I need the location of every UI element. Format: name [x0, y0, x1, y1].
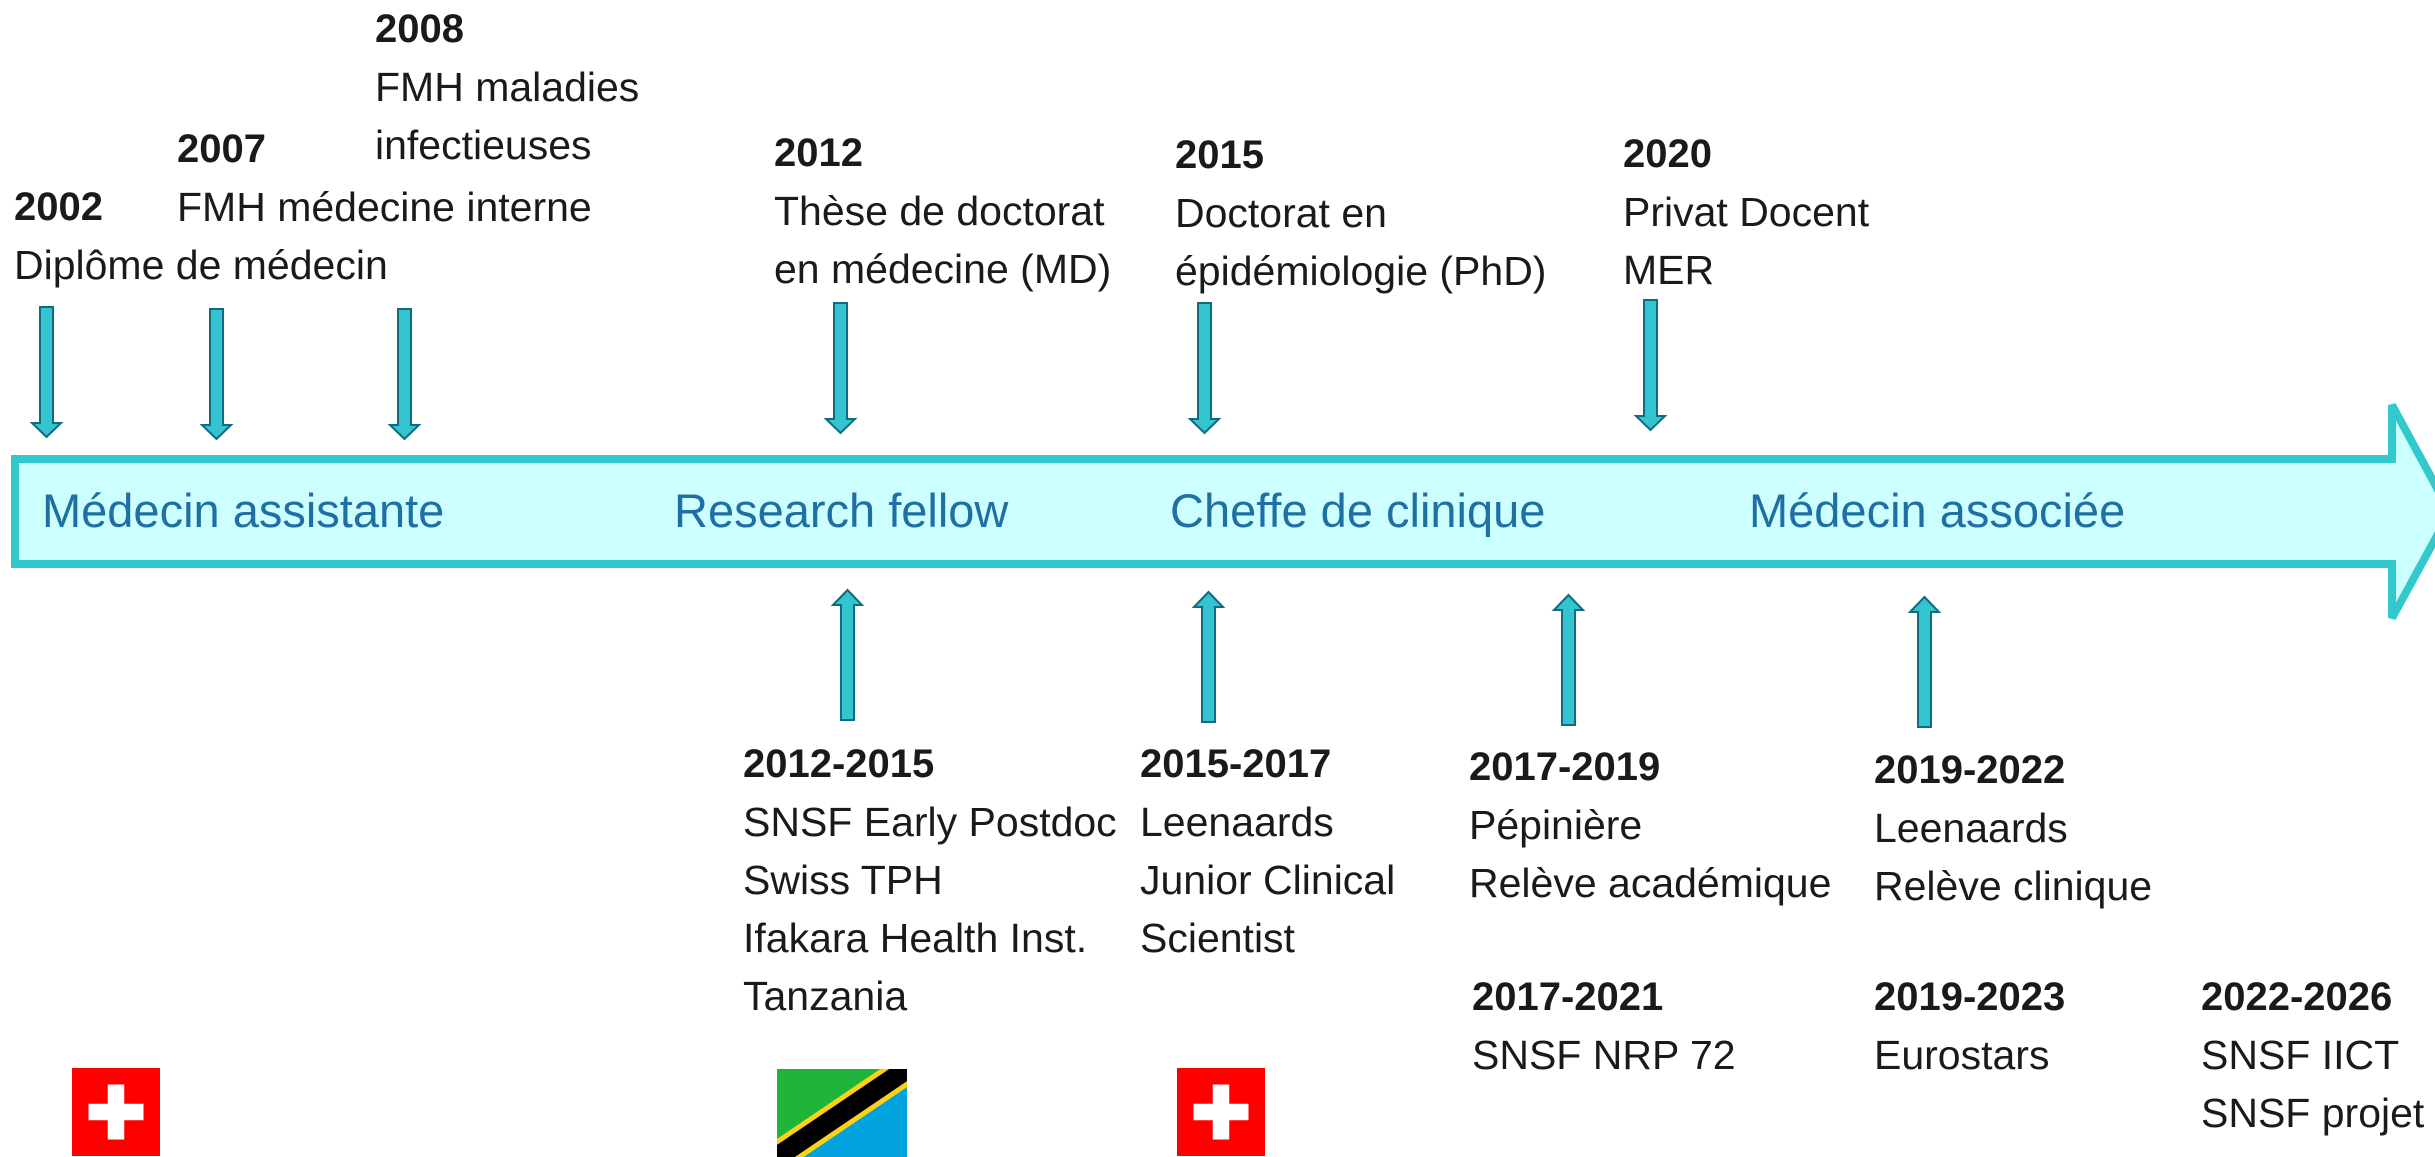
milestone-text: en médecine (MD)	[774, 246, 1112, 292]
swiss-flag-icon	[72, 1068, 160, 1156]
arrow-up-2017-2019	[1551, 593, 1586, 726]
phase-label: Research fellow	[674, 484, 1009, 537]
funding-text: SNSF Early Postdoc	[743, 799, 1117, 845]
funding-text: Pépinière	[1469, 802, 1643, 848]
grant-text: Eurostars	[1874, 1032, 2050, 1078]
funding-2019-2022: 2019-2022 Leenaards Relève clinique	[1874, 741, 2152, 915]
funding-text: Relève académique	[1469, 860, 1832, 906]
milestone-text: Diplôme de médecin	[14, 242, 388, 288]
milestone-year: 2002	[14, 185, 103, 229]
phase-label: Médecin associée	[1749, 484, 2126, 537]
milestone-2008: 2008 FMH maladies infectieuses	[375, 0, 639, 174]
milestone-text: infectieuses	[375, 122, 592, 168]
timeline-band-arrow	[11, 403, 2435, 620]
grant-years: 2022-2026	[2201, 975, 2393, 1019]
milestone-year: 2015	[1175, 133, 1264, 177]
tanzania-flag-icon	[777, 1069, 907, 1157]
milestone-text: Thèse de doctorat	[774, 188, 1105, 234]
milestone-text: Privat Docent	[1623, 189, 1870, 235]
arrow-down-2015	[1187, 302, 1222, 435]
funding-text: Swiss TPH	[743, 857, 943, 903]
funding-text: Leenaards	[1874, 805, 2068, 851]
funding-2012-2015: 2012-2015 SNSF Early Postdoc Swiss TPH I…	[743, 735, 1117, 1025]
grant-2022-2026: 2022-2026 SNSF IICT SNSF projet	[2201, 968, 2424, 1142]
arrow-down-2020	[1633, 299, 1668, 432]
milestone-year: 2012	[774, 131, 863, 175]
grant-2017-2021: 2017-2021 SNSF NRP 72	[1472, 968, 1736, 1084]
funding-text: Junior Clinical	[1140, 857, 1396, 903]
funding-2015-2017: 2015-2017 Leenaards Junior Clinical Scie…	[1140, 735, 1395, 967]
grant-text: SNSF NRP 72	[1472, 1032, 1736, 1078]
funding-2017-2019: 2017-2019 Pépinière Relève académique	[1469, 738, 1831, 912]
milestone-2007: 2007 FMH médecine interne	[177, 120, 592, 236]
phase-label: Médecin assistante	[42, 484, 445, 537]
grant-text: SNSF IICT	[2201, 1032, 2400, 1078]
milestone-text: épidémiologie (PhD)	[1175, 248, 1547, 294]
arrow-down-2012	[823, 302, 858, 435]
grant-text: SNSF projet	[2201, 1090, 2425, 1136]
phase-label: Cheffe de clinique	[1170, 484, 1546, 537]
milestone-year: 2007	[177, 127, 266, 171]
funding-years: 2015-2017	[1140, 742, 1332, 786]
swiss-flag-icon	[1177, 1068, 1265, 1156]
milestone-text: MER	[1623, 247, 1715, 293]
grant-years: 2019-2023	[1874, 975, 2066, 1019]
milestone-2020: 2020 Privat Docent MER	[1623, 125, 1869, 299]
arrow-down-2008	[387, 308, 422, 441]
grant-years: 2017-2021	[1472, 975, 1664, 1019]
funding-years: 2017-2019	[1469, 745, 1661, 789]
milestone-text: FMH maladies	[375, 64, 640, 110]
funding-years: 2012-2015	[743, 742, 935, 786]
milestone-year: 2008	[375, 7, 464, 51]
arrow-down-2002	[29, 306, 64, 439]
arrow-up-2012-2015	[830, 588, 865, 721]
grant-2019-2023: 2019-2023 Eurostars	[1874, 968, 2065, 1084]
arrow-up-2019-2022	[1907, 595, 1942, 728]
milestone-2012: 2012 Thèse de doctorat en médecine (MD)	[774, 124, 1111, 298]
arrow-down-2007	[199, 308, 234, 441]
milestone-text: FMH médecine interne	[177, 184, 592, 230]
milestone-2015: 2015 Doctorat en épidémiologie (PhD)	[1175, 126, 1546, 300]
funding-text: Scientist	[1140, 915, 1295, 961]
funding-text: Ifakara Health Inst.	[743, 915, 1088, 961]
funding-text: Relève clinique	[1874, 863, 2153, 909]
funding-text: Tanzania	[743, 973, 908, 1019]
funding-text: Leenaards	[1140, 799, 1334, 845]
milestone-text: Doctorat en	[1175, 190, 1387, 236]
funding-years: 2019-2022	[1874, 748, 2066, 792]
arrow-up-2015-2017	[1191, 590, 1226, 723]
milestone-2002: 2002 Diplôme de médecin	[14, 178, 388, 294]
milestone-year: 2020	[1623, 132, 1712, 176]
